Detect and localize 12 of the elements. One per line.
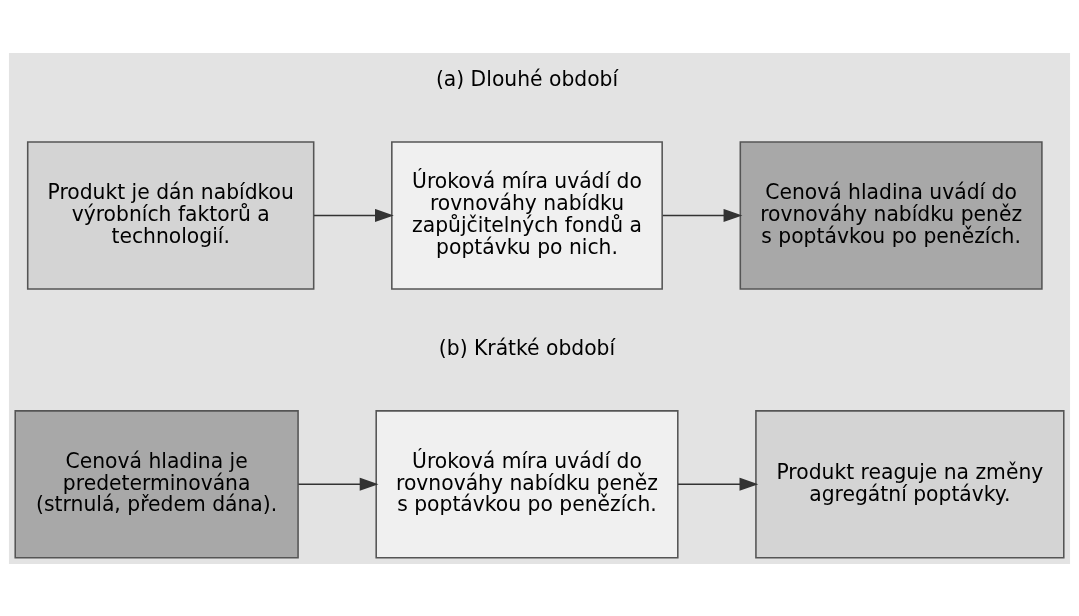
node-box: Úroková míra uvádí do rovnováhy nabídku peněz s poptávkou po penězích. xyxy=(375,409,679,559)
node-box: Úroková míra uvádí do rovnováhy nabídku zapůjčitelných fondů a poptávku po nich. xyxy=(391,140,663,290)
label: (a) Dlouhé období xyxy=(435,66,619,91)
node-box: Produkt reaguje na změny agregátní poptávky. xyxy=(755,409,1065,559)
node-box: Produkt je dán nabídkou výrobních faktorů a technologií. xyxy=(26,140,315,290)
arrow xyxy=(297,477,379,491)
node-box: Cenová hladina uvádí do rovnováhy nabídku peněz s poptávkou po penězích. xyxy=(739,140,1043,290)
arrow xyxy=(313,208,394,222)
arrow xyxy=(677,477,759,491)
label: (b) Krátké období xyxy=(438,335,616,360)
arrow xyxy=(662,208,743,222)
node-box: Cenová hladina je predeterminována (strnulá, předem dána). xyxy=(14,409,299,559)
